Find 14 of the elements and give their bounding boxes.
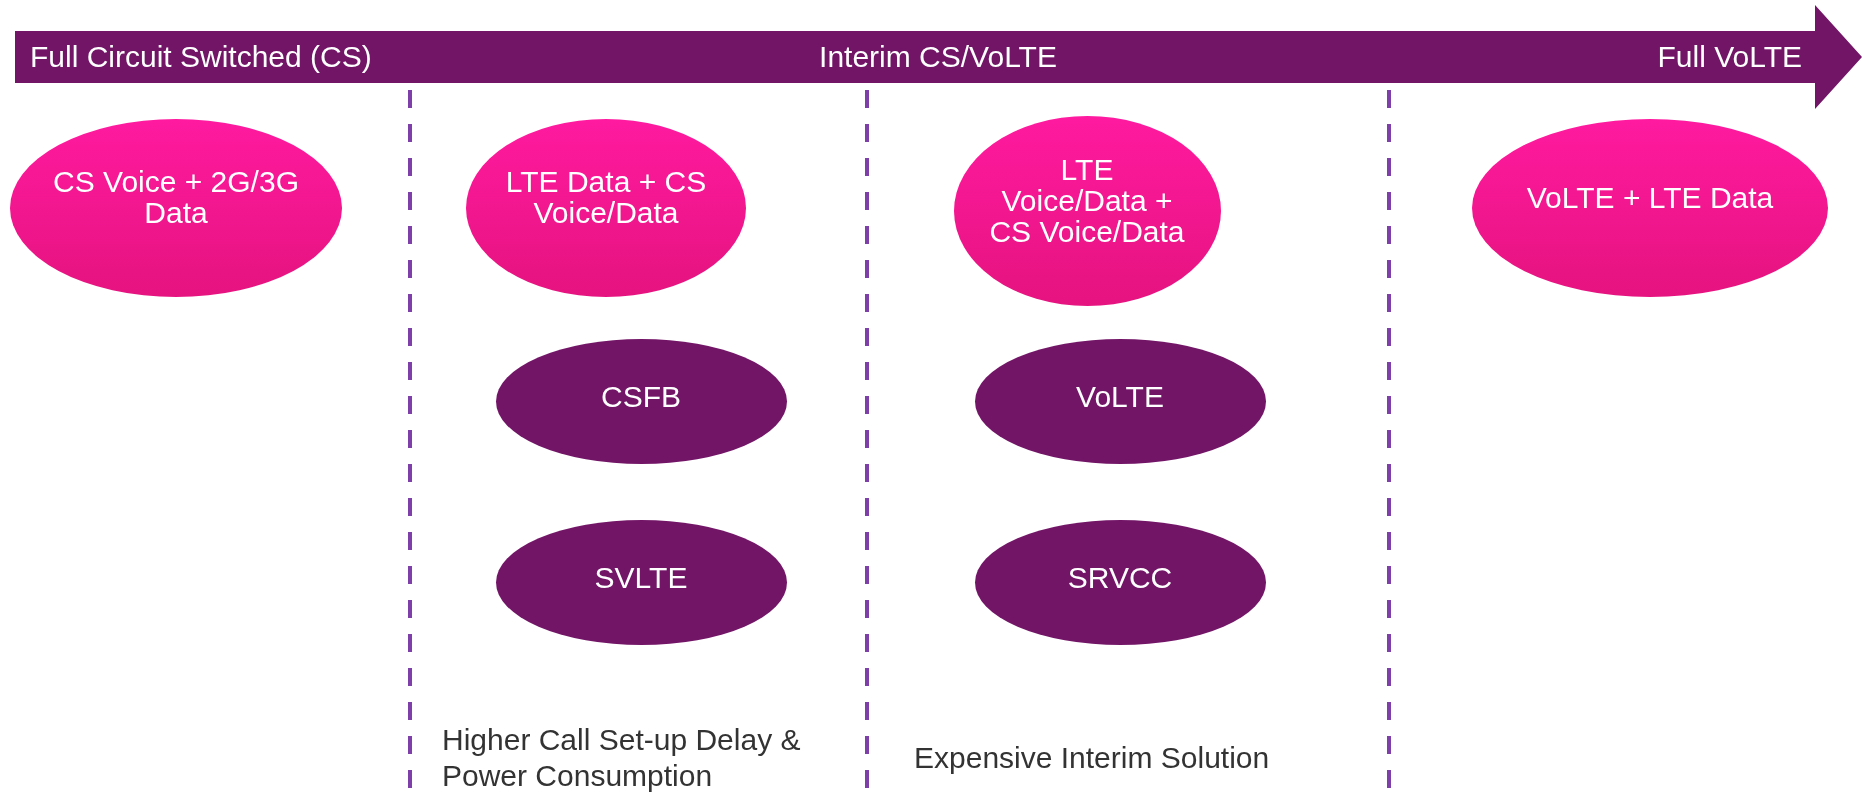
ellipse-node: CSFB xyxy=(495,338,787,464)
phase-label: Full VoLTE xyxy=(1657,41,1802,73)
ellipse-node: CS Voice + 2G/3G Data xyxy=(10,119,342,297)
ellipse-node: VoLTE + LTE Data xyxy=(1472,119,1828,297)
note-text: Higher Call Set-up Delay & Power Consumption xyxy=(442,722,802,794)
ellipse-node: VoLTE xyxy=(974,338,1266,464)
phase-label: Interim CS/VoLTE xyxy=(818,41,1058,73)
ellipse-node: LTE Data + CS Voice/Data xyxy=(466,119,746,297)
phase-label: Full Circuit Switched (CS) xyxy=(30,41,372,73)
ellipse-node: SRVCC xyxy=(974,519,1266,645)
ellipse-node: SVLTE xyxy=(495,519,787,645)
note-text: Expensive Interim Solution xyxy=(914,740,1271,776)
ellipse-node: LTE Voice/Data + CS Voice/Data xyxy=(953,116,1221,306)
timeline-arrow xyxy=(15,5,1862,109)
